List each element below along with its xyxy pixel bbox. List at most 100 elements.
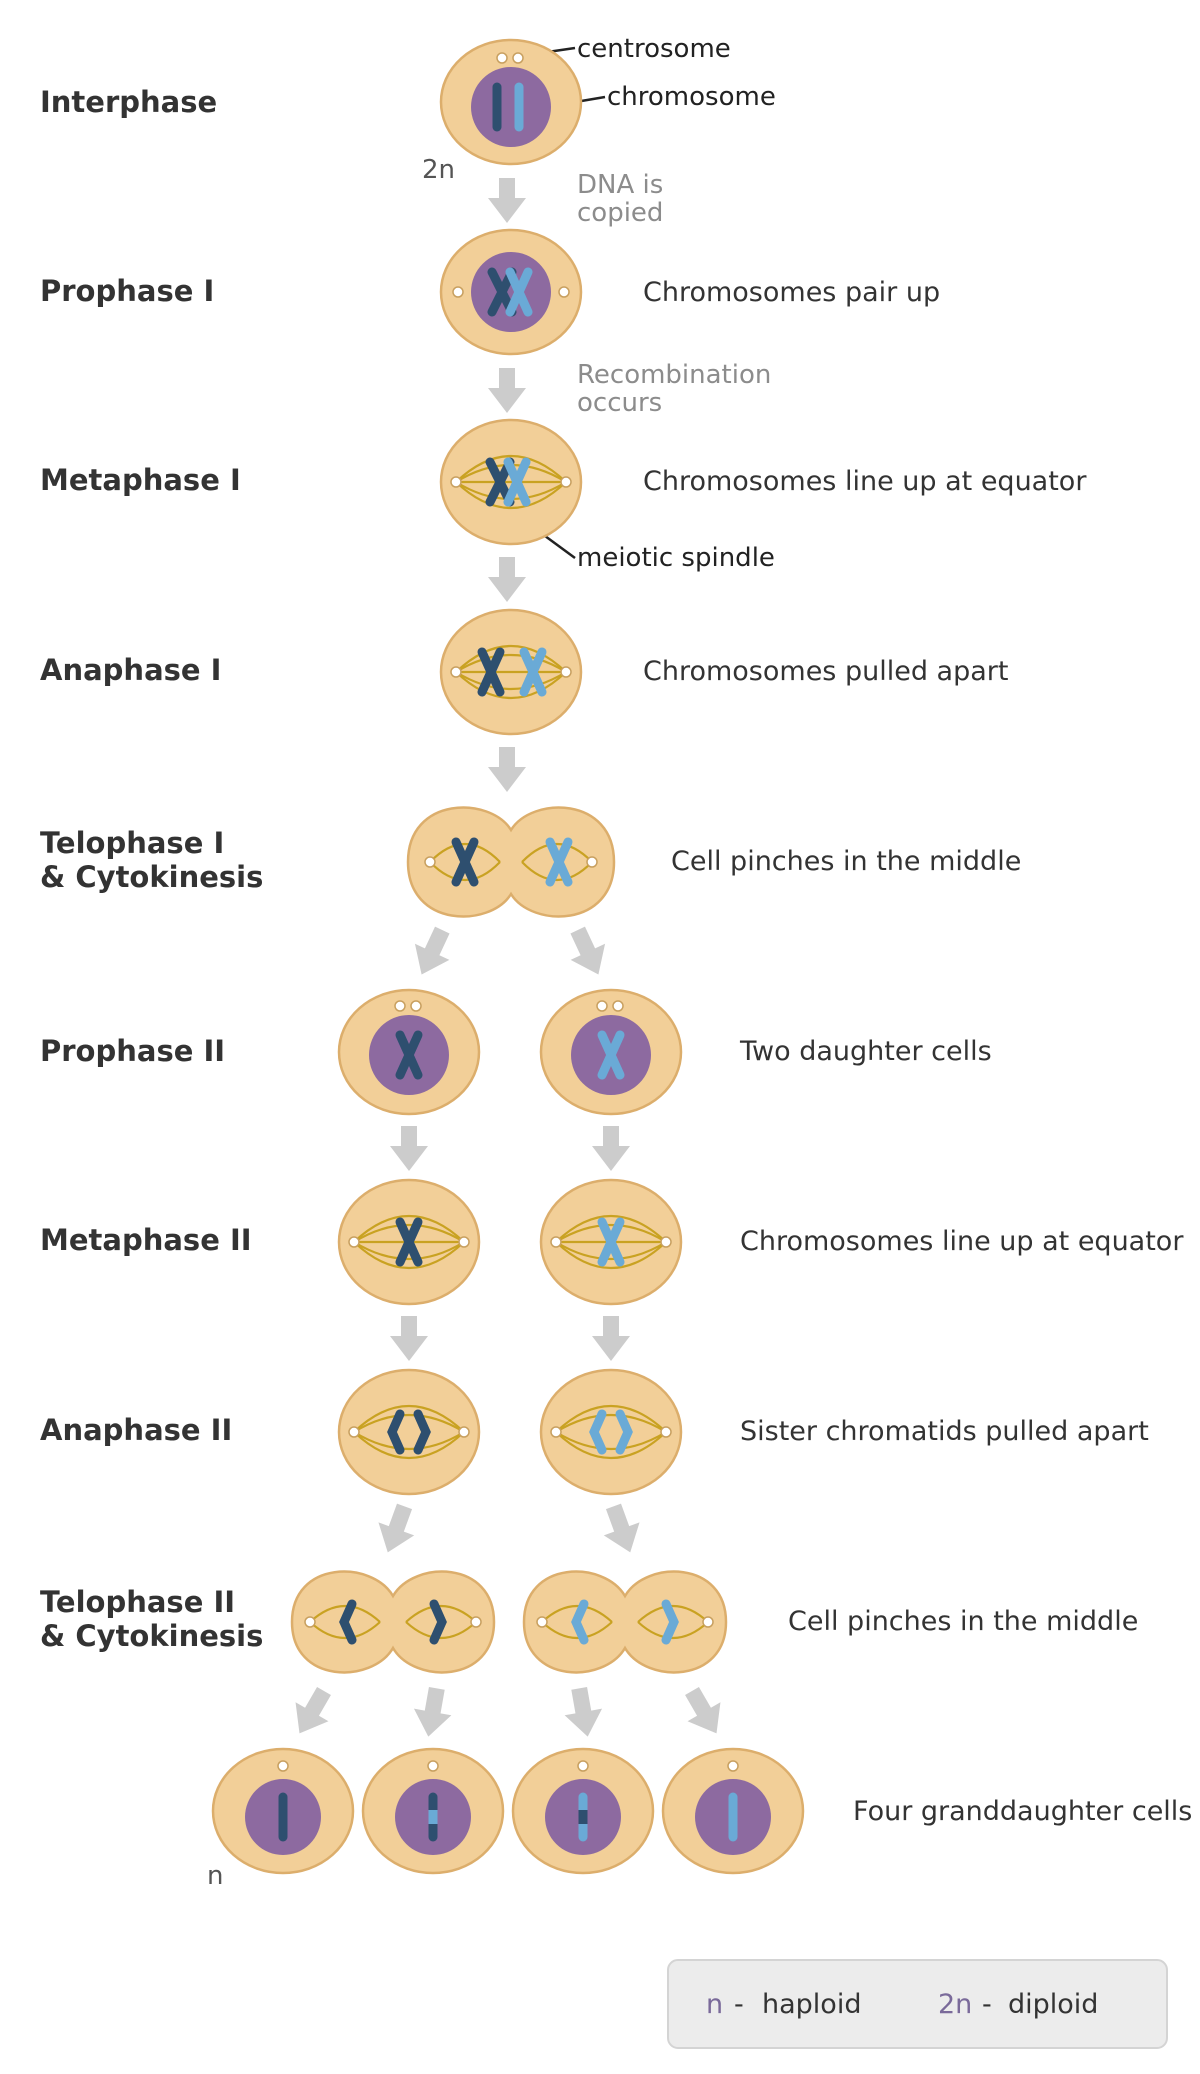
- arrow-down: [488, 368, 526, 413]
- desc-metaphase-2: Chromosomes line up at equator: [740, 1226, 1184, 1257]
- centrosome-icon: [277, 1760, 289, 1772]
- desc-telophase-2: Cell pinches in the middle: [788, 1606, 1138, 1637]
- granddaughter-cell-2: [361, 1747, 505, 1875]
- chromatid: [571, 1599, 589, 1645]
- cell-telophase-1: [406, 806, 616, 918]
- legend-diploid-symbol: 2n: [938, 1989, 972, 2020]
- granddaughter-cell-1: [211, 1747, 355, 1875]
- chromatid: [615, 1409, 633, 1455]
- chromatid: [661, 1599, 679, 1645]
- cell-metaphase-1: [439, 418, 583, 546]
- centrosome-icon: [536, 1616, 548, 1628]
- legend-haploid-symbol: n: [706, 1989, 723, 2020]
- centrosome-icon: [496, 52, 508, 64]
- centrosome-icon: [427, 1760, 439, 1772]
- stage-label-telophase-1-line2: & Cytokinesis: [40, 860, 263, 894]
- callout-centrosome: centrosome: [577, 34, 731, 64]
- centrosome-icon: [558, 286, 570, 298]
- chromatid: [339, 1599, 357, 1645]
- centrosome-icon: [612, 1000, 624, 1012]
- centrosome-icon: [450, 476, 462, 488]
- centrosome-icon: [304, 1616, 316, 1628]
- cell-metaphase-2-left: [337, 1178, 481, 1306]
- spindle: [555, 1404, 667, 1460]
- stage-label-anaphase-1: Anaphase I: [40, 653, 221, 687]
- centrosome-icon: [348, 1426, 360, 1438]
- callout-spindle: meiotic spindle: [577, 543, 775, 573]
- cell-prophase-2-left: [337, 988, 481, 1116]
- legend-diploid-label: diploid: [1008, 1989, 1098, 2020]
- chromosome: [545, 837, 573, 887]
- arrow-diagonal: [295, 1686, 331, 1734]
- stage-label-telophase-2-line1: Telophase II: [40, 1585, 235, 1619]
- nucleus: [471, 252, 551, 332]
- spindle: [353, 1214, 465, 1270]
- desc-telophase-1: Cell pinches in the middle: [671, 846, 1021, 877]
- spindle: [353, 1404, 465, 1460]
- arrow-down: [488, 557, 526, 602]
- cell-anaphase-2-right: [539, 1368, 683, 1496]
- centrosome-icon: [660, 1426, 672, 1438]
- centrosome-icon: [660, 1236, 672, 1248]
- chromosome: [597, 1217, 625, 1267]
- chromosome: [519, 647, 547, 697]
- cell-anaphase-2-left: [337, 1368, 481, 1496]
- granddaughter-cell-3: [511, 1747, 655, 1875]
- arrow-diagonal: [413, 1686, 452, 1737]
- centrosome-icon: [450, 666, 462, 678]
- spindle: [555, 1214, 667, 1270]
- arrow-diagonal: [685, 1686, 721, 1734]
- note-recombination-line1: Recombination: [577, 360, 771, 390]
- centrosome-icon: [560, 666, 572, 678]
- stage-label-anaphase-2: Anaphase II: [40, 1413, 232, 1447]
- chromatid: [387, 1409, 405, 1455]
- spindle: [541, 1604, 709, 1640]
- arrows: [295, 178, 721, 1737]
- chromatid: [413, 1409, 431, 1455]
- centrosome-icon: [596, 1000, 608, 1012]
- arrow-diagonal: [378, 1503, 415, 1553]
- stage-label-metaphase-2: Metaphase II: [40, 1223, 252, 1257]
- chromosome: [395, 1217, 423, 1267]
- centrosome-icon: [550, 1236, 562, 1248]
- desc-prophase-1: Chromosomes pair up: [643, 277, 940, 308]
- chromosome: [477, 647, 505, 697]
- arrow-down: [488, 178, 526, 223]
- spindle: [455, 644, 567, 700]
- centrosome-icon: [550, 1426, 562, 1438]
- cell-prophase-2-right: [539, 988, 683, 1116]
- arrow-down: [390, 1316, 428, 1361]
- chromosome: [597, 1030, 625, 1080]
- centrosome-icon: [560, 476, 572, 488]
- centrosome-icon: [586, 856, 598, 868]
- centrosome-icon: [577, 1760, 589, 1772]
- centrosome-icon: [348, 1236, 360, 1248]
- centrosome-icon: [727, 1760, 739, 1772]
- desc-granddaughter: Four granddaughter cells: [853, 1796, 1192, 1827]
- arrow-diagonal: [603, 1503, 640, 1553]
- legend-dash: -: [982, 1989, 992, 2020]
- chromosome: [505, 267, 533, 317]
- centrosome-icon: [512, 52, 524, 64]
- stage-label-prophase-2: Prophase II: [40, 1034, 225, 1068]
- arrow-diagonal: [564, 1686, 603, 1737]
- centrosome-icon: [424, 856, 436, 868]
- callout-chromosome: chromosome: [607, 82, 776, 112]
- legend-haploid-label: haploid: [762, 1989, 861, 2020]
- cell-telophase-2-right: [522, 1570, 728, 1674]
- chromosome: [451, 837, 479, 887]
- chromosome: [395, 1030, 423, 1080]
- desc-metaphase-1: Chromosomes line up at equator: [643, 466, 1087, 497]
- nucleus: [471, 67, 551, 147]
- chromatid: [429, 1599, 447, 1645]
- arrow-down: [390, 1126, 428, 1171]
- legend-box: n - haploid 2n - diploid: [667, 1959, 1168, 2049]
- arrow-down: [592, 1316, 630, 1361]
- granddaughter-cell-4: [661, 1747, 805, 1875]
- ploidy-label-n: n: [207, 1861, 223, 1891]
- centrosome-icon: [702, 1616, 714, 1628]
- desc-prophase-2: Two daughter cells: [739, 1036, 992, 1067]
- stage-label-interphase: Interphase: [40, 85, 217, 119]
- note-dna-line2: copied: [577, 198, 663, 228]
